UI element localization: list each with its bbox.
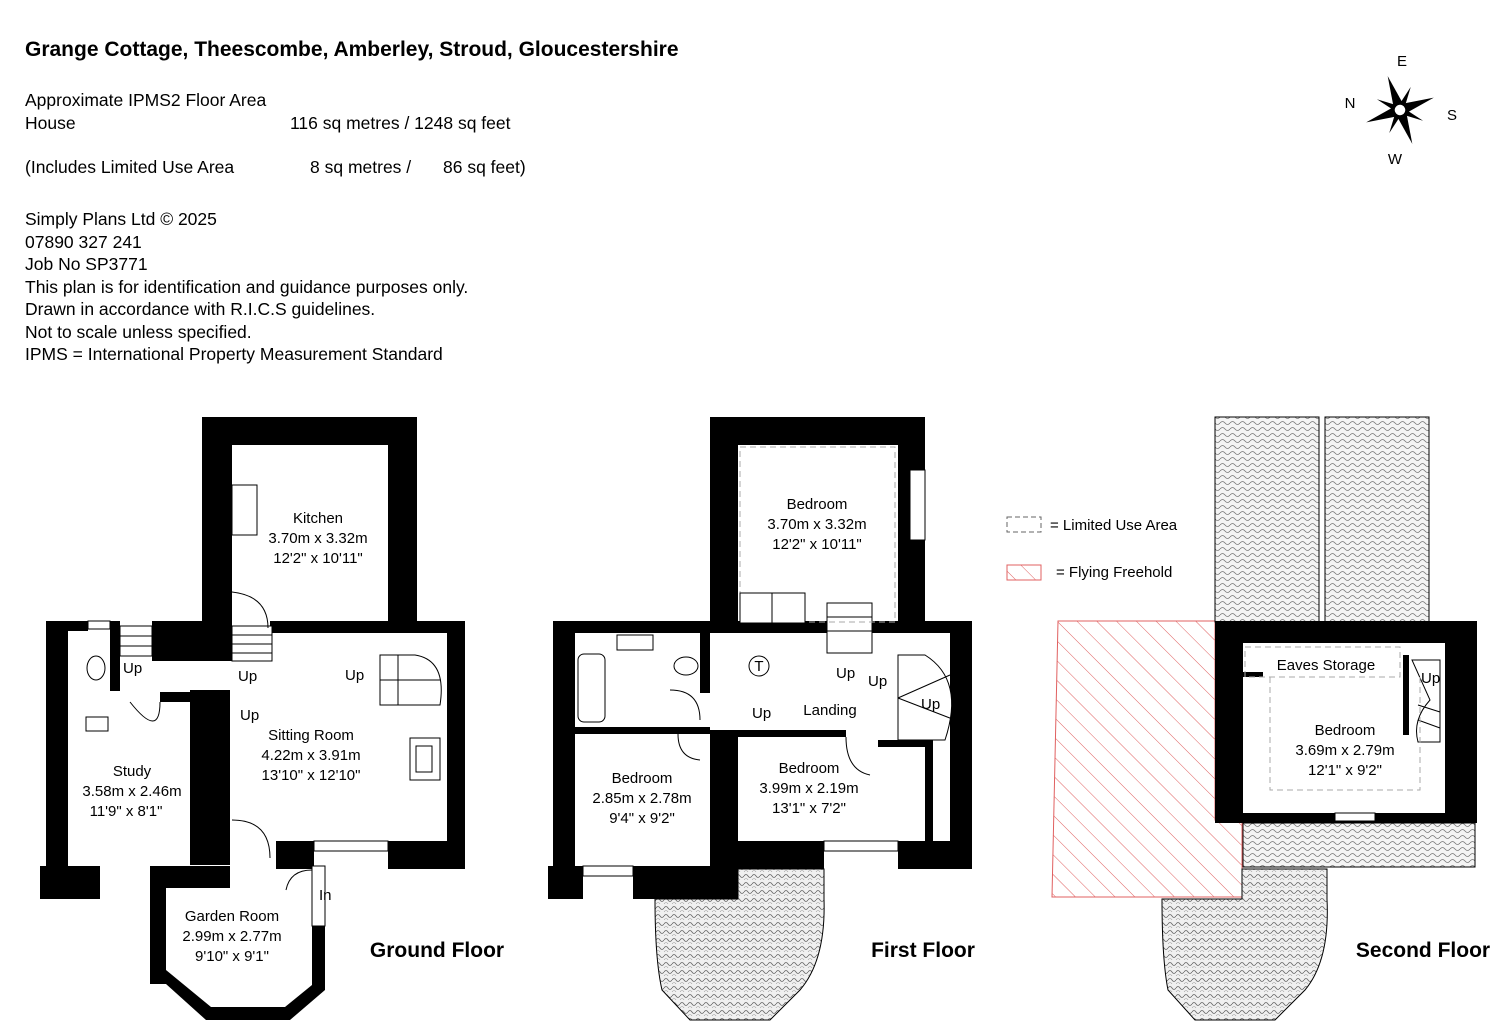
legend-limited-label: = Limited Use Area (1050, 517, 1178, 534)
first-up-landing: Up (752, 705, 771, 722)
first-bed2-metric: 2.85m x 2.78m (592, 790, 691, 807)
ground-kitchen-metric: 3.70m x 3.32m (268, 530, 367, 547)
ground-garden-metric: 2.99m x 2.77m (182, 928, 281, 945)
second-bed-metric: 3.69m x 2.79m (1295, 742, 1394, 759)
first-bed3-name: Bedroom (779, 760, 840, 777)
compass-n: N (1345, 95, 1356, 112)
ground-up-kitchen: Up (238, 668, 257, 685)
first-bed2-imperial: 9'4" x 9'2" (609, 810, 675, 827)
note-ipms: IPMS = International Property Measuremen… (25, 344, 443, 364)
house-area-value: 116 sq metres / 1248 sq feet (290, 113, 511, 133)
ground-sitting-metric: 4.22m x 3.91m (261, 747, 360, 764)
limited-area-sqft: 86 sq feet) (443, 157, 526, 177)
second-bay-roof (1161, 868, 1328, 1021)
first-floor-plan (548, 417, 972, 899)
ground-entrance-label: In (319, 887, 332, 904)
compass-icon (1366, 76, 1434, 144)
ground-garden-name: Garden Room (185, 908, 279, 925)
ground-floor-plan (40, 417, 465, 1020)
area-heading: Approximate IPMS2 Floor Area (25, 90, 267, 110)
compass-w: W (1388, 151, 1403, 168)
first-bed2-name: Bedroom (612, 770, 673, 787)
ground-up-study: Up (123, 660, 142, 677)
note-scale: Not to scale unless specified. (25, 322, 252, 342)
legend-limited-swatch (1006, 516, 1042, 533)
ground-study-imperial: 11'9" x 8'1" (90, 803, 163, 820)
second-bed-imperial: 12'1" x 9'2" (1308, 762, 1382, 779)
legend-flying-swatch (1006, 564, 1042, 581)
first-tank-label: T (754, 658, 763, 675)
ground-kitchen-name: Kitchen (293, 510, 343, 527)
ground-up-sitting: Up (345, 667, 364, 684)
limited-area-sqm: 8 sq metres / (310, 157, 412, 177)
ground-kitchen-imperial: 12'2" x 10'11" (273, 550, 363, 567)
second-eaves-label: Eaves Storage (1277, 657, 1375, 674)
legend-flying-label: = Flying Freehold (1056, 564, 1172, 581)
first-up-spiral: Up (868, 673, 887, 690)
second-floor-label: Second Floor (1356, 939, 1490, 962)
first-bed3-imperial: 13'1" x 7'2" (772, 800, 846, 817)
ground-up-hall: Up (240, 707, 259, 724)
first-up-spiral-2: Up (921, 696, 940, 713)
note-phone: 07890 327 241 (25, 232, 142, 252)
note-rics: Drawn in accordance with R.I.C.S guideli… (25, 299, 376, 319)
first-bed1-imperial: 12'2" x 10'11" (772, 536, 862, 553)
compass-e: E (1397, 53, 1407, 70)
first-up-stair: Up (836, 665, 855, 682)
note-job-number: Job No SP3771 (25, 254, 148, 274)
first-floor-label: First Floor (871, 939, 975, 962)
ground-study-name: Study (113, 763, 152, 780)
second-floor-plan (1051, 416, 1477, 898)
ground-sitting-name: Sitting Room (268, 727, 354, 744)
first-bed1-metric: 3.70m x 3.32m (767, 516, 866, 533)
ground-garden-imperial: 9'10" x 9'1" (195, 948, 269, 965)
house-area-label: House (25, 113, 76, 133)
first-landing-label: Landing (803, 702, 856, 719)
note-copyright: Simply Plans Ltd © 2025 (25, 209, 217, 229)
note-disclaimer: This plan is for identification and guid… (25, 277, 469, 297)
ground-study-metric: 3.58m x 2.46m (82, 783, 181, 800)
second-bed-name: Bedroom (1315, 722, 1376, 739)
limited-area-label: (Includes Limited Use Area (25, 157, 235, 177)
second-up-label: Up (1421, 670, 1440, 687)
ground-sitting-imperial: 13'10" x 12'10" (262, 767, 361, 784)
first-bed3-metric: 3.99m x 2.19m (759, 780, 858, 797)
plan-title: Grange Cottage, Theescombe, Amberley, St… (25, 38, 679, 61)
first-bed1-name: Bedroom (787, 496, 848, 513)
first-bay-roof (654, 868, 825, 1021)
compass-s: S (1447, 107, 1457, 124)
ground-floor-label: Ground Floor (370, 939, 504, 962)
